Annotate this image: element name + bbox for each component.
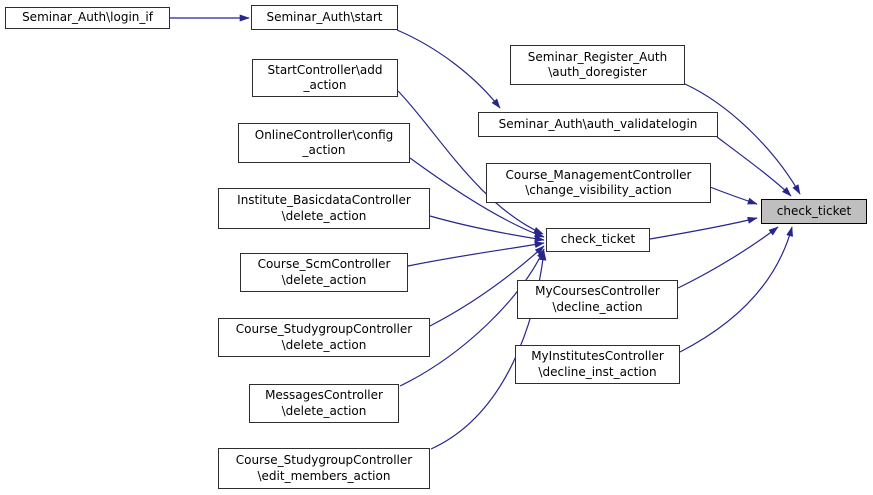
node-start[interactable]: Seminar_Auth\start — [251, 5, 398, 30]
node-validatelogin[interactable]: Seminar_Auth\auth_validatelogin — [478, 112, 718, 137]
node-add-action[interactable]: StartController\add _action — [252, 59, 398, 97]
node-myinstitutes-decline[interactable]: MyInstitutesController \decline_inst_act… — [515, 345, 680, 384]
edge-doregister-to-check_ticket_main — [684, 83, 801, 195]
edge-mycourses_decline-to-check_ticket_main — [677, 226, 779, 289]
node-login-if[interactable]: Seminar_Auth\login_if — [5, 7, 170, 29]
node-change-visibility[interactable]: Course_ManagementController \change_visi… — [486, 163, 711, 203]
node-config-action[interactable]: OnlineController\config _action — [238, 123, 410, 163]
node-check-ticket-mid[interactable]: check_ticket — [546, 228, 650, 252]
edge-validatelogin-to-check_ticket_main — [716, 136, 792, 197]
edge-config_action-to-check_ticket_mid — [409, 157, 545, 238]
node-scm-delete[interactable]: Course_ScmController \delete_action — [240, 253, 408, 292]
edge-messages_delete-to-check_ticket_mid — [399, 248, 545, 387]
node-messages-delete[interactable]: MessagesController \delete_action — [249, 384, 399, 423]
node-mycourses-decline[interactable]: MyCoursesController \decline_action — [517, 280, 678, 319]
edge-scm_delete-to-check_ticket_mid — [407, 241, 545, 267]
edge-check_ticket_mid-to-check_ticket_main — [649, 216, 758, 240]
edge-add_action-to-check_ticket_mid — [397, 90, 544, 235]
node-studygroup-delete[interactable]: Course_StudygroupController \delete_acti… — [218, 318, 430, 357]
node-doregister[interactable]: Seminar_Register_Auth \auth_doregister — [510, 45, 685, 85]
edge-change_visibility-to-check_ticket_main — [709, 186, 758, 205]
edge-myinstitutes_decline-to-check_ticket_main — [679, 226, 793, 353]
edge-institute_delete-to-check_ticket_mid — [429, 215, 545, 243]
edge-start-to-validatelogin — [396, 29, 501, 109]
node-institute-delete[interactable]: Institute_BasicdataController \delete_ac… — [218, 188, 430, 229]
node-check-ticket-main: check_ticket — [761, 199, 867, 224]
node-studygroup-edit[interactable]: Course_StudygroupController \edit_member… — [218, 448, 430, 489]
edge-studygroup_edit-to-check_ticket_mid — [430, 250, 547, 450]
edge-studygroup_delete-to-check_ticket_mid — [429, 245, 545, 327]
